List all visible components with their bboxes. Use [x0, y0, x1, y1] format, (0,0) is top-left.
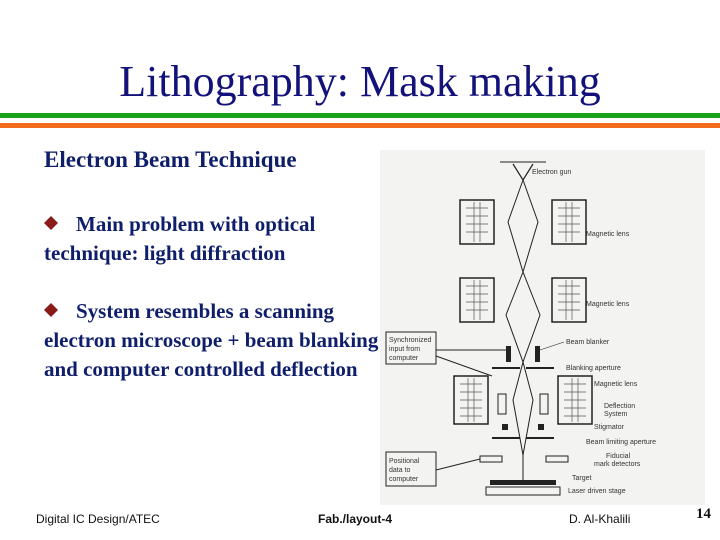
footer-section: Fab./layout-4: [318, 512, 393, 526]
label-laser-stage: Laser driven stage: [568, 488, 626, 495]
bullet-paragraph-2: System resembles a scanning electron mic…: [44, 297, 379, 384]
footer-author: D. Al-Khalili: [569, 512, 631, 526]
label-magnetic-lens-2: Magnetic lens: [586, 301, 630, 308]
electron-beam-system-diagram: Electron gun Magnetic lens Magnetic lens…: [380, 150, 705, 505]
label-positional-1: Positional: [389, 458, 420, 465]
magnetic-lens-3: [453, 375, 593, 425]
label-sync-input-3: computer: [389, 355, 419, 362]
label-sync-input-1: Synchronized: [389, 337, 432, 344]
label-deflection-1: Deflection: [604, 403, 635, 410]
label-beam-blanker: Beam blanker: [566, 339, 610, 346]
label-stigmator: Stigmator: [594, 424, 625, 431]
label-sync-input-2: input from: [389, 346, 420, 353]
label-target: Target: [572, 475, 592, 482]
bullet-paragraph-1: Main problem with optical technique: lig…: [44, 210, 379, 268]
label-beam-limiting-aperture: Beam limiting aperture: [586, 439, 656, 446]
label-positional-3: computer: [389, 476, 419, 483]
label-fiducial-1: Fiducial: [606, 453, 631, 460]
label-positional-2: data to: [389, 467, 411, 474]
label-electron-gun: Electron gun: [532, 169, 571, 176]
bullet-text-2: System resembles a scanning electron mic…: [44, 299, 379, 381]
label-magnetic-lens-1: Magnetic lens: [586, 231, 630, 238]
footer-course: Digital IC Design/ATEC: [36, 512, 160, 526]
magnetic-lens-1: [459, 199, 587, 245]
label-deflection-2: System: [604, 411, 628, 418]
diamond-bullet-icon: [44, 216, 58, 230]
diamond-bullet-icon: [44, 303, 58, 317]
page-number: 14: [696, 506, 711, 522]
magnetic-lens-2: [459, 277, 587, 323]
section-subtitle: Electron Beam Technique: [44, 147, 297, 172]
label-magnetic-lens-3: Magnetic lens: [594, 381, 638, 388]
title-rule-green: [0, 113, 720, 118]
label-fiducial-2: mark detectors: [594, 461, 641, 468]
label-blanking-aperture: Blanking aperture: [566, 365, 621, 372]
title-rule-orange: [0, 123, 720, 128]
bullet-text-1: Main problem with optical technique: lig…: [44, 212, 316, 265]
slide-title: Lithography: Mask making: [119, 57, 601, 106]
